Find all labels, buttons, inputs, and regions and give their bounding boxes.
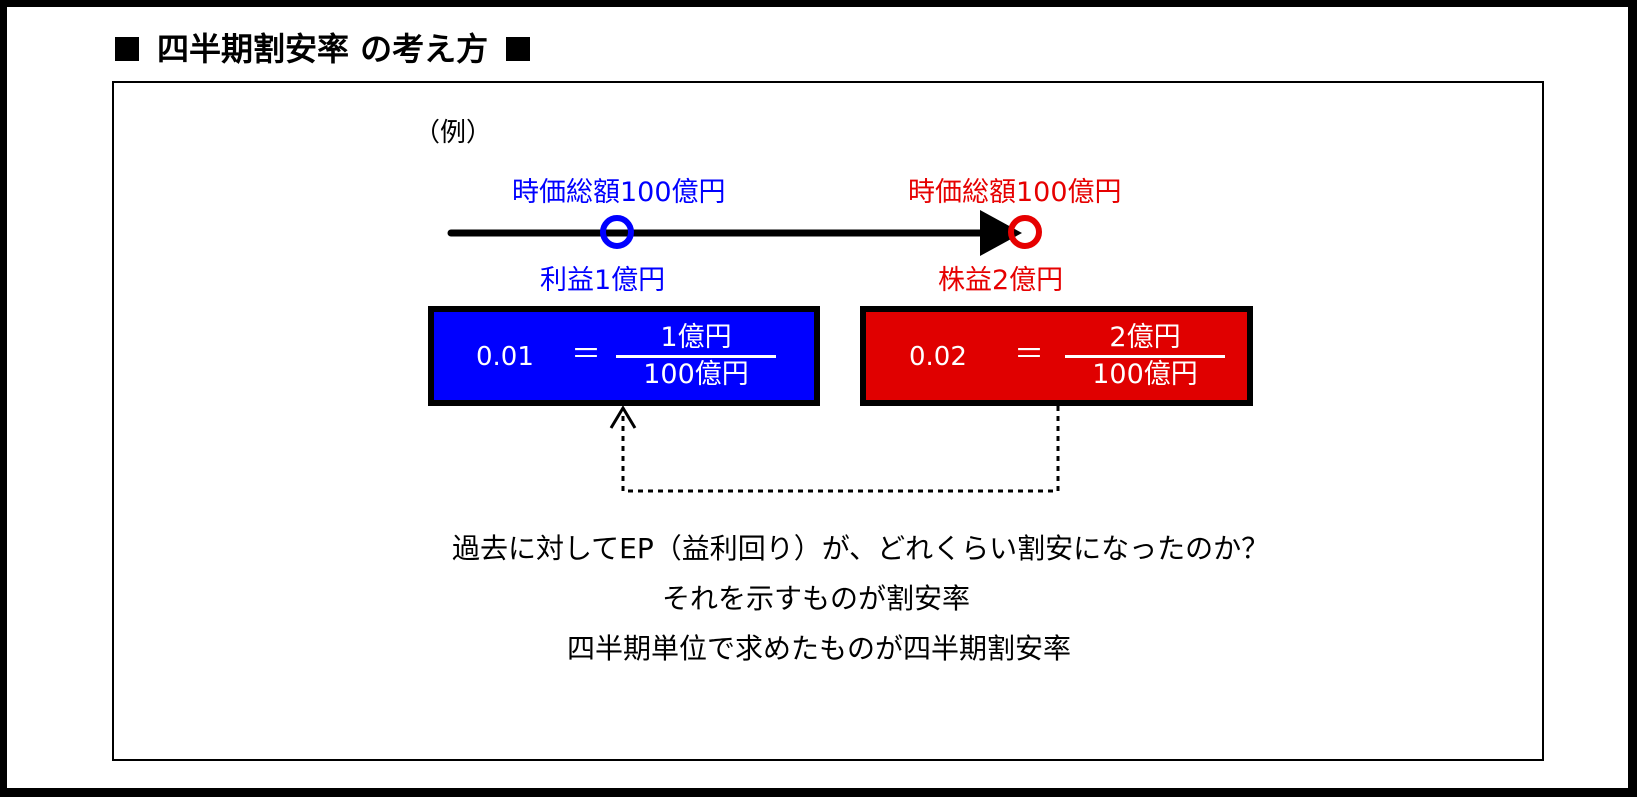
comparison-dotted-connector [621,406,1060,493]
right-market-cap-label: 時価総額100億円 [908,177,1122,208]
left-denominator: 100億円 [643,359,749,390]
right-fraction-bar [1065,355,1225,358]
right-profit-label: 株益2億円 [938,265,1064,296]
square-bullet-icon [506,37,531,61]
left-profit-label: 利益1億円 [540,265,666,296]
right-ep-box: 0.02 ＝ 2億円 100億円 [860,306,1253,406]
left-fraction: 1億円 100億円 [616,322,776,390]
example-label: （例） [414,118,493,148]
right-point-circle-icon [1008,215,1042,249]
right-ep-value: 0.02 [909,342,967,372]
left-numerator: 1億円 [660,322,732,353]
left-ep-value: 0.01 [476,342,534,372]
right-numerator: 2億円 [1109,322,1181,353]
timeline-arrowhead-icon [980,210,1022,256]
left-ep-box: 0.01 ＝ 1億円 100億円 [428,306,820,406]
right-equals-sign: ＝ [1014,337,1044,372]
right-fraction: 2億円 100億円 [1065,322,1225,390]
title-text: 四半期割安率 の考え方 [157,30,489,68]
square-bullet-icon [115,37,139,61]
left-fraction-bar [616,355,776,358]
left-point-circle-icon [600,215,634,249]
caption-question: 過去に対してEP（益利回り）が、どれくらい割安になったのか？ [452,532,1270,565]
explanation-panel [112,81,1544,761]
right-denominator: 100億円 [1092,359,1198,390]
connector-arrowhead-icon [609,405,637,429]
page-title: 四半期割安率 の考え方 [115,24,531,74]
caption-definition: それを示すものが割安率 [662,582,971,615]
caption-quarterly: 四半期単位で求めたものが四半期割安率 [567,632,1072,665]
left-equals-sign: ＝ [571,337,601,372]
left-market-cap-label: 時価総額100億円 [512,177,726,208]
